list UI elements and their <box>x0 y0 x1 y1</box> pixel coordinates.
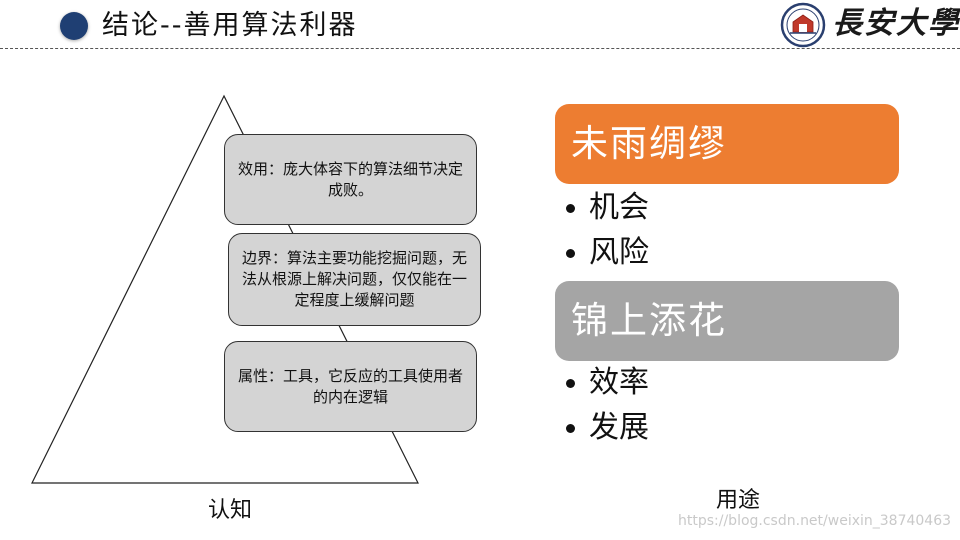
title-bullet-dot <box>60 12 88 40</box>
header-divider <box>0 48 960 49</box>
list-item: 风险 <box>566 233 649 273</box>
bullet-icon <box>566 423 575 433</box>
pyramid-level-text: 效用：庞大体容下的算法细节决定成败。 <box>237 159 463 199</box>
bullet-icon <box>566 203 575 213</box>
pyramid-level-text: 边界：算法主要功能挖掘问题，无法从根源上解决问题，仅仅能在一定程度上缓解问题 <box>241 249 467 309</box>
group-header-prevention: 未雨绸缪 <box>555 104 899 184</box>
pyramid-level-boundary: 边界：算法主要功能挖掘问题，无法从根源上解决问题，仅仅能在一定程度上缓解问题 <box>228 233 481 326</box>
list-item: 机会 <box>566 188 649 228</box>
list-item: 效率 <box>566 363 649 403</box>
bullet-icon <box>566 378 575 388</box>
group-header-enhancement: 锦上添花 <box>555 281 899 361</box>
pyramid-level-attribute: 属性：工具，它反应的工具使用者的内在逻辑 <box>224 341 477 432</box>
university-emblem-icon <box>780 2 826 48</box>
list-item: 发展 <box>566 408 649 448</box>
slide-title: 结论--善用算法利器 <box>102 10 358 41</box>
usage-label: 用途 <box>716 488 761 513</box>
pyramid-level-effect: 效用：庞大体容下的算法细节决定成败。 <box>224 134 477 225</box>
list-item-text: 风险 <box>589 235 649 270</box>
cognition-label: 认知 <box>208 498 253 523</box>
watermark-text: https://blog.csdn.net/weixin_38740463 <box>678 513 952 529</box>
list-item-text: 效率 <box>589 365 649 400</box>
list-item-text: 机会 <box>589 190 649 225</box>
list-item-text: 发展 <box>589 410 649 445</box>
bullet-icon <box>566 248 575 258</box>
pyramid-level-text: 属性：工具，它反应的工具使用者的内在逻辑 <box>237 366 463 406</box>
university-logo-text: 長安大學 <box>832 6 960 41</box>
